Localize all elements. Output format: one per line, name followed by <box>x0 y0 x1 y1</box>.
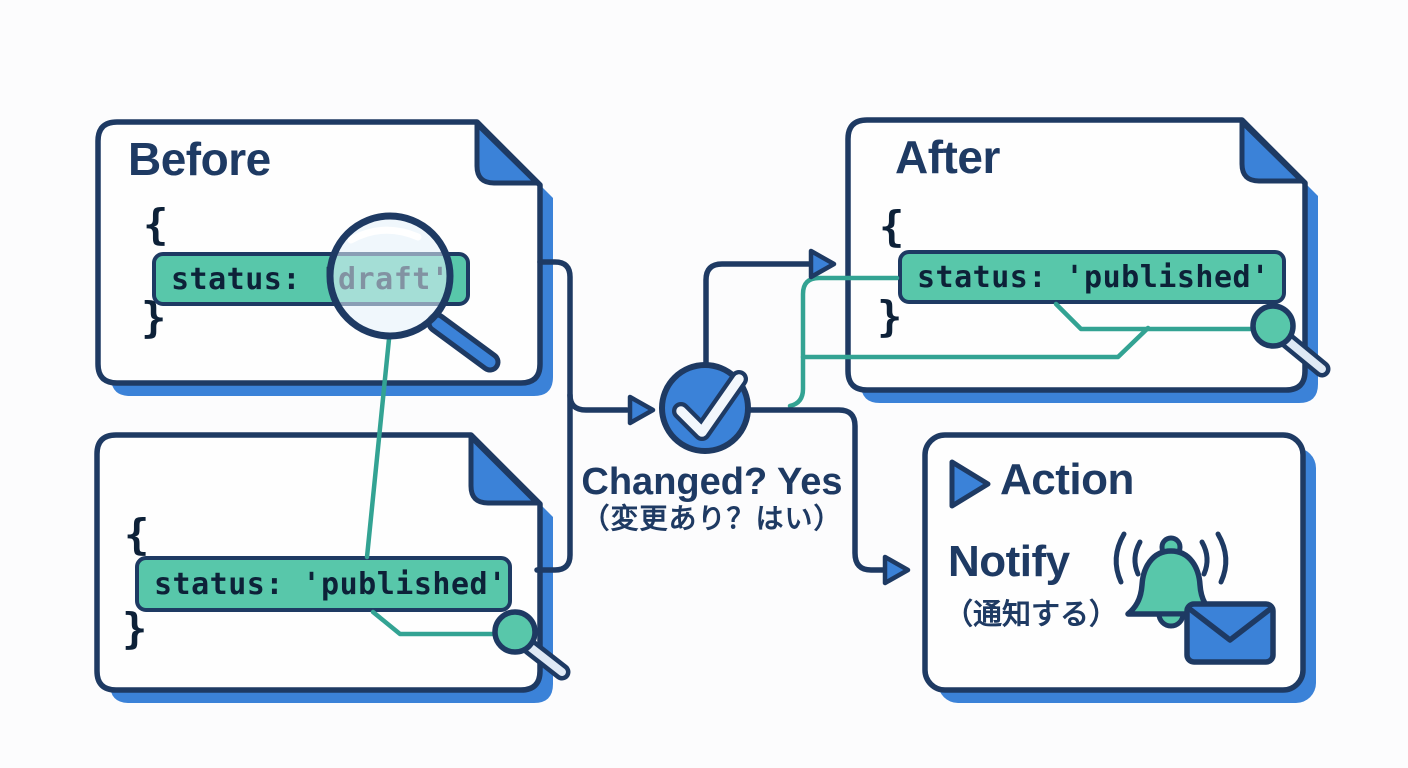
published-status-code: status: 'published' <box>154 566 507 602</box>
after-card-title: After <box>895 131 1000 183</box>
after-brace-close: } <box>877 292 903 341</box>
published-card-fold-icon <box>468 434 540 506</box>
after-brace-open: { <box>879 202 905 251</box>
action-card-title: Action <box>1000 455 1134 504</box>
before-brace-open: { <box>143 200 169 249</box>
before-card-fold-icon <box>474 121 540 186</box>
before-status-code: status: 'draft' <box>171 261 450 297</box>
before-status-highlight: status: 'draft' <box>152 252 470 306</box>
before-card-title: Before <box>128 133 271 185</box>
after-status-highlight: status: 'published' <box>898 250 1286 304</box>
decision-label: Changed? Yes <box>581 461 843 503</box>
published-brace-close: } <box>122 604 148 653</box>
published-brace-open: { <box>124 510 150 559</box>
before-brace-close: } <box>141 293 167 342</box>
published-status-highlight: status: 'published' <box>135 556 512 612</box>
notify-label-ja: （通知する） <box>944 599 1119 631</box>
decision-label-ja: （変更あり？はい） <box>581 503 843 534</box>
after-status-code: status: 'published' <box>917 259 1270 295</box>
notify-label: Notify <box>948 537 1070 586</box>
after-card-fold-icon <box>1239 119 1305 184</box>
